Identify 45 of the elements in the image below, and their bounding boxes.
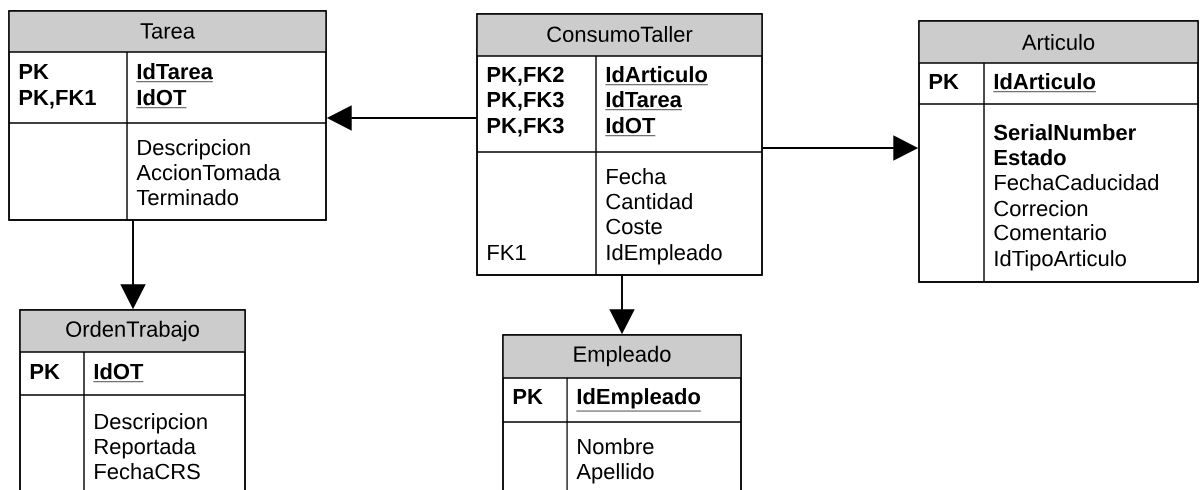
key-label: FK1: [488, 244, 526, 261]
entity-table: [918, 20, 1199, 283]
key-label: PK: [929, 73, 959, 90]
key-label: PK: [30, 363, 60, 380]
attribute: FechaCaducidad: [995, 174, 1158, 191]
attribute: Correcion: [994, 200, 1088, 217]
attribute: IdArticulo: [993, 73, 1097, 93]
table-title: OrdenTrabajo: [66, 320, 199, 342]
key-label: PK,FK3: [487, 117, 564, 137]
attribute: Terminado: [136, 189, 238, 206]
attribute: Nombre: [578, 438, 654, 455]
key-label: PK,FK1: [19, 89, 96, 109]
attribute: IdOT: [605, 117, 656, 137]
attribute: Cantidad: [606, 193, 692, 210]
attribute: SerialNumber: [994, 124, 1136, 141]
attribute: FechaCRS: [95, 463, 200, 480]
key-label: PK,FK2: [487, 66, 564, 86]
table-title: ConsumoTaller: [547, 25, 693, 43]
attribute: Reportada: [95, 438, 196, 459]
attribute: Apellido: [576, 463, 654, 484]
attribute: Descripcion: [138, 139, 250, 160]
attribute: IdArticulo: [605, 66, 709, 86]
attribute: Estado: [994, 149, 1066, 166]
attribute: Fecha: [607, 168, 667, 185]
attribute: AccionTomada: [136, 164, 281, 181]
entity-table: [8, 10, 327, 221]
table-title: Empleado: [574, 345, 671, 367]
entity-table: [476, 13, 763, 276]
attribute: IdOT: [136, 89, 187, 109]
attribute: Coste: [606, 218, 662, 235]
attribute: Comentario: [994, 224, 1106, 241]
key-label: PK: [513, 388, 543, 405]
entity-table: [19, 309, 246, 490]
table-title: Tarea: [140, 23, 195, 39]
attribute: IdOT: [93, 363, 144, 383]
attribute: IdTarea: [605, 91, 683, 111]
attribute: IdEmpleado: [607, 244, 722, 265]
key-label: PK,FK3: [487, 91, 564, 111]
key-label: PK: [19, 63, 49, 80]
attribute: IdTipoArticulo: [995, 250, 1126, 271]
attribute: IdTarea: [136, 63, 214, 83]
attribute: IdEmpleado: [576, 388, 702, 412]
entity-table: [502, 334, 742, 490]
table-title: Articulo: [1021, 33, 1095, 51]
attribute: Descripcion: [95, 413, 207, 434]
